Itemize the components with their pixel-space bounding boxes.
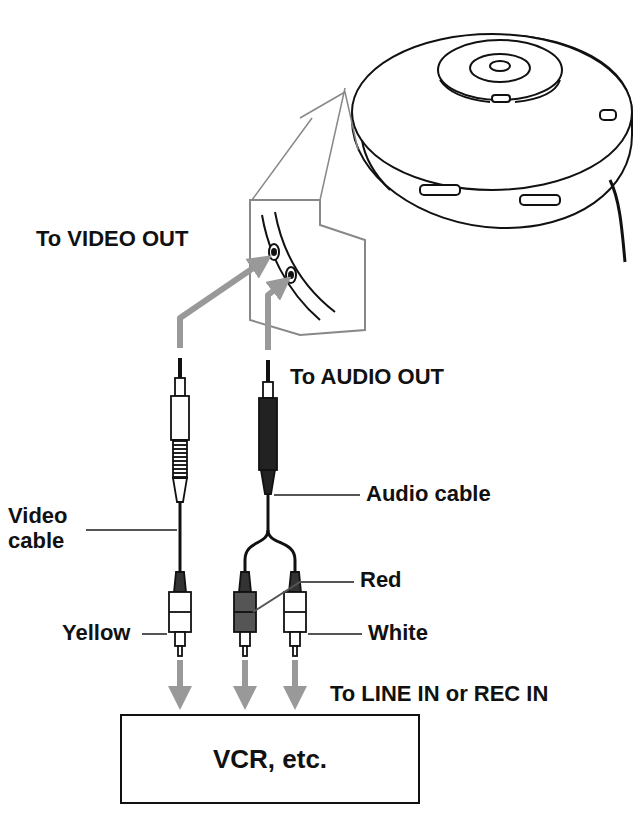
port-label: To LINE IN or REC IN (330, 681, 548, 706)
cd-player (352, 34, 632, 262)
video-cable (169, 358, 191, 656)
color-label: Red (360, 567, 402, 592)
cable-label: Video cable (8, 503, 84, 554)
device-name: VCR, etc. (213, 744, 327, 775)
port-label: To AUDIO OUT (290, 364, 444, 389)
audio-cable (234, 360, 306, 656)
port-label: To VIDEO OUT (36, 226, 188, 251)
color-label: Yellow (62, 620, 130, 645)
pointer-arrows (180, 262, 295, 698)
leader-lines (86, 495, 362, 634)
color-label: White (368, 620, 428, 645)
cable-label: Audio cable (366, 481, 491, 506)
device-box: VCR, etc. (120, 714, 420, 804)
